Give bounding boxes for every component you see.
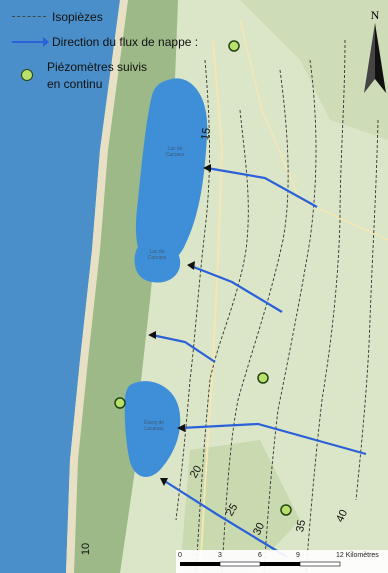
isopieze-line [195, 109, 249, 573]
isopieze-line [355, 119, 379, 501]
flow-arrow [206, 166, 318, 208]
isopieze-label: 10 [80, 542, 93, 556]
land-patch [240, 0, 388, 140]
piezometres [114, 40, 292, 516]
piezometre [114, 397, 126, 409]
flow-arrow [162, 479, 288, 558]
isopieze-line [221, 69, 289, 573]
arrow-icon [12, 36, 49, 47]
legend-direction: Direction du flux de nappe : [12, 34, 198, 49]
road [239, 19, 388, 241]
piezometre [280, 504, 292, 516]
circle-icon [21, 68, 33, 81]
scale-bar-graphic [180, 561, 341, 567]
isopieze-lines [175, 39, 379, 573]
scale-bar: 0 3 6 9 12 Kilomètres [176, 550, 388, 573]
beach [66, 0, 128, 573]
north-arrow: N [362, 8, 388, 103]
flow-arrowhead [187, 261, 195, 270]
flow-arrows [151, 166, 367, 558]
lake-carcans-south [134, 240, 181, 283]
flow-arrow [180, 422, 367, 456]
flow-arrowheads [148, 164, 211, 486]
lake-lacanau [124, 381, 181, 477]
piezometre [228, 40, 240, 52]
piezometre [257, 372, 269, 384]
isopieze-label: 15 [199, 126, 214, 142]
flow-arrowhead [177, 424, 185, 432]
flow-arrowhead [148, 331, 156, 339]
isopieze-line [263, 59, 317, 573]
road [199, 39, 224, 573]
isopieze-line [175, 59, 210, 521]
isopieze-line [305, 39, 346, 573]
dashed-line-icon [12, 16, 46, 18]
north-arrow-icon [364, 23, 386, 93]
flow-arrowhead [160, 478, 168, 486]
lake-carcans [135, 78, 208, 267]
isopieze-label: 35 [294, 518, 309, 534]
flow-arrow [190, 264, 283, 313]
flow-arrow [151, 333, 216, 363]
land-patch [180, 440, 300, 573]
legend-isopiezes: Isopièzes [12, 9, 103, 24]
flow-arrowhead [203, 164, 211, 172]
ocean [0, 0, 120, 573]
map-legend: Isopièzes Direction du flux de nappe : P… [6, 6, 216, 111]
